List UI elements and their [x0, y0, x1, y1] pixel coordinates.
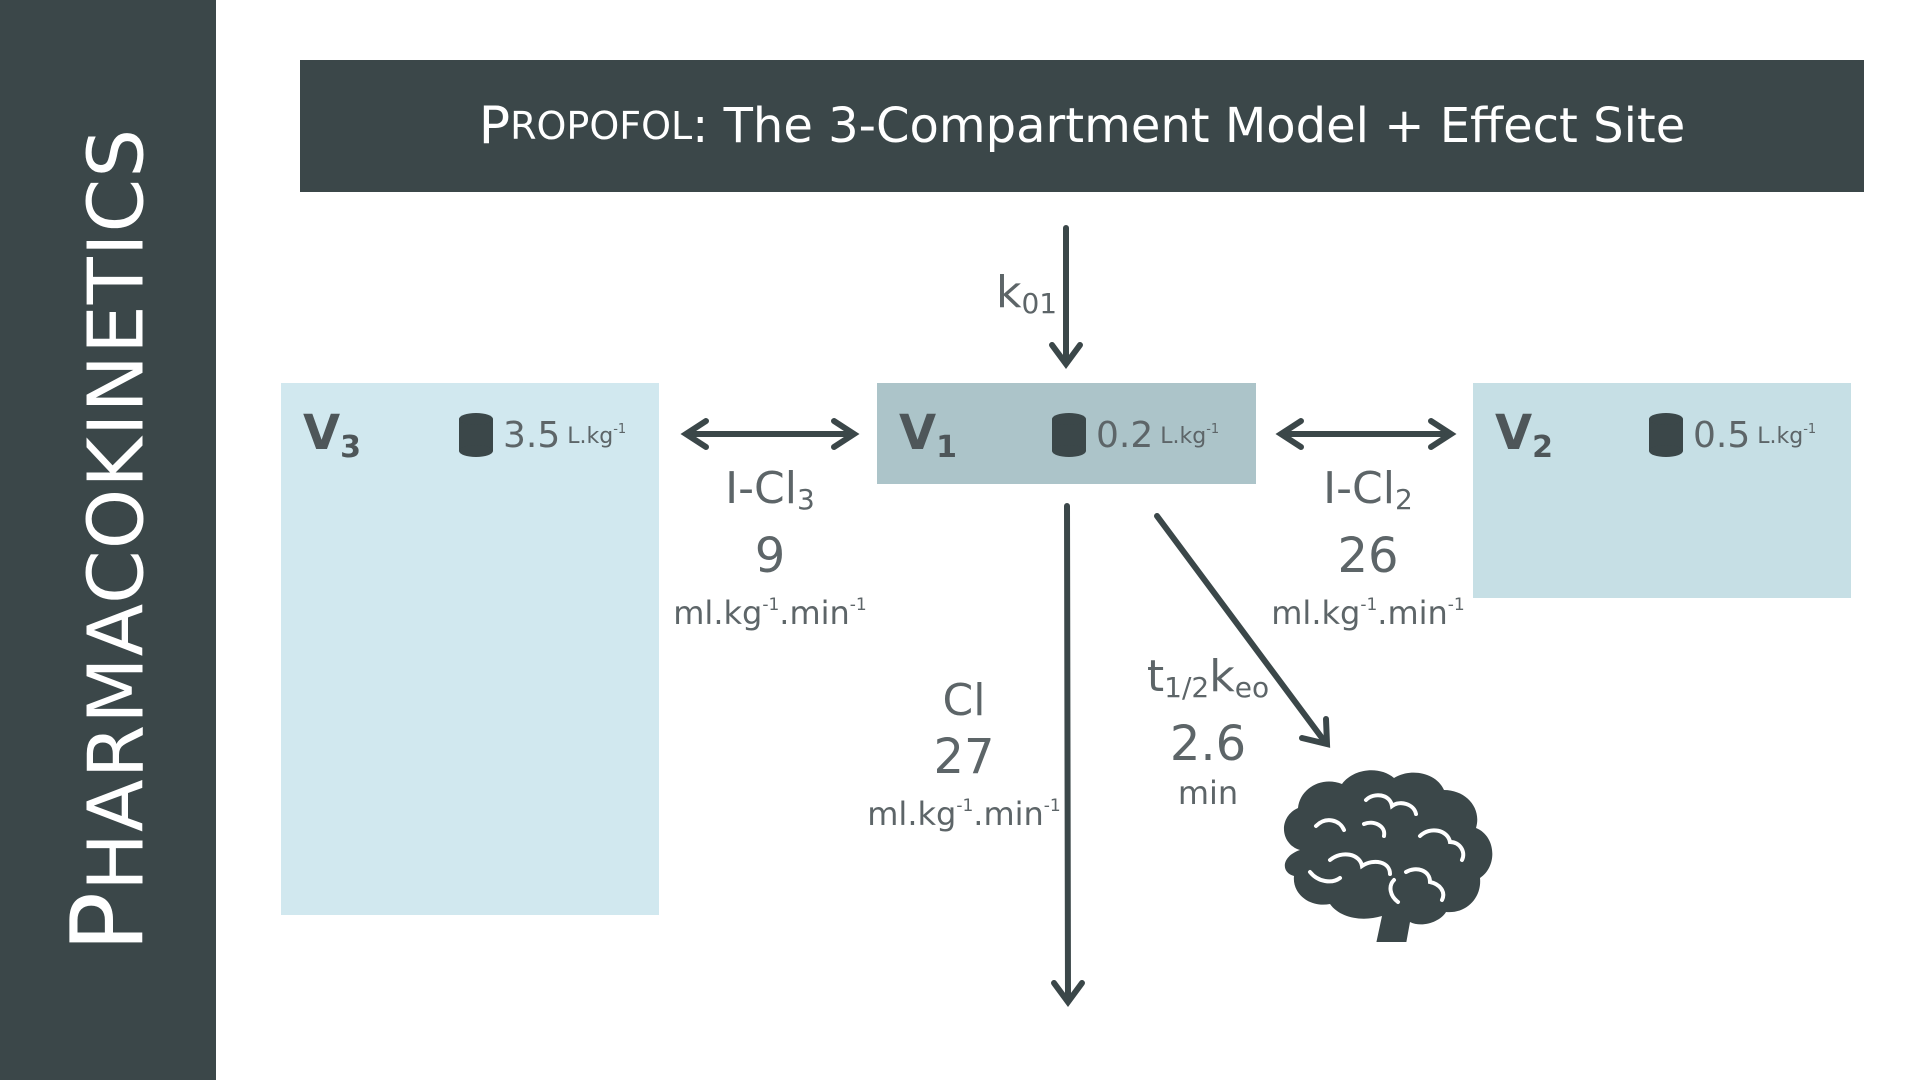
compartment-label: V3 [303, 405, 362, 465]
brain-icon [1284, 770, 1493, 942]
k01-label: k01 [996, 267, 1058, 320]
cl3-label: I-Cl3 9 ml.kg-1.min-1 [673, 463, 867, 632]
compartment-label: V1 [899, 405, 958, 465]
sidebar: PHARMACOKINETICS [0, 0, 216, 1080]
cl2-label: I-Cl2 26 ml.kg-1.min-1 [1271, 463, 1465, 632]
cylinder-icon [1649, 413, 1683, 457]
cylinder-icon [459, 413, 493, 457]
keo-arrow [1154, 513, 1328, 745]
cylinder-icon [1052, 413, 1086, 457]
keo-label: t1/2keo 2.6 min [1146, 651, 1270, 812]
cl-label: Cl 27 ml.kg-1.min-1 [867, 675, 1061, 833]
compartment-label: V2 [1495, 405, 1554, 465]
cl-arrow [1064, 503, 1071, 1003]
